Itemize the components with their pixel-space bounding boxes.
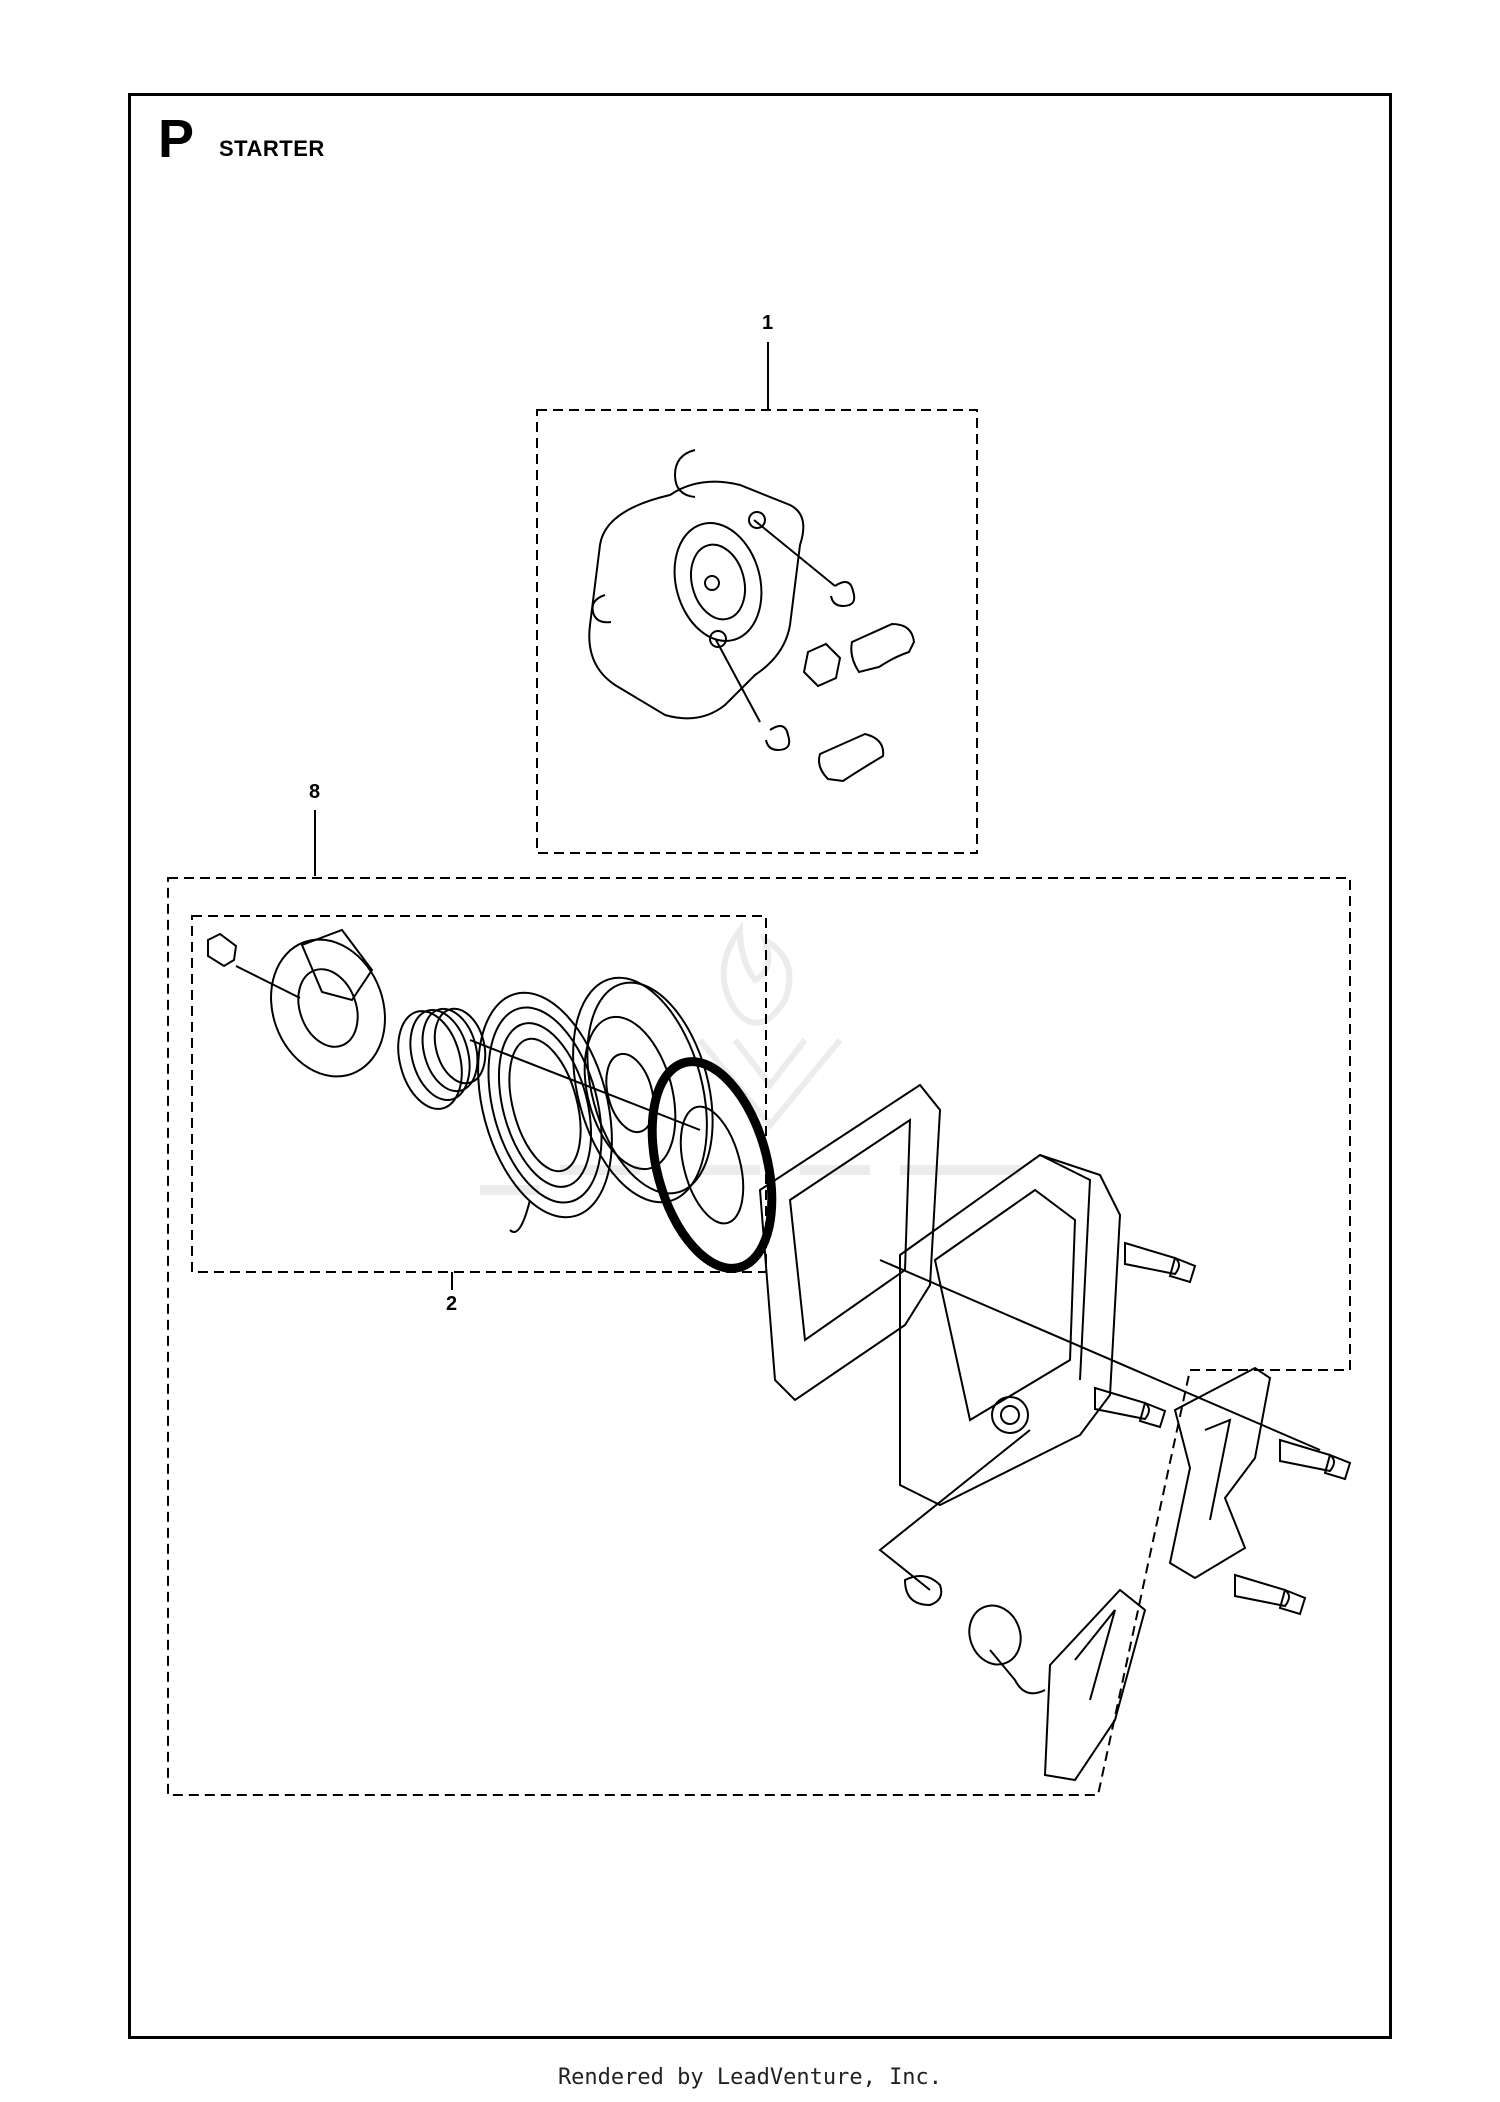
housing-screw-2 [1094,1386,1167,1429]
callout-2[interactable]: 2 [446,1293,458,1315]
section-title: STARTER [219,136,325,161]
starter-handle [878,1429,1147,1782]
section-letter: P [158,109,195,169]
kit-boundary-2 [191,915,767,1273]
guard-bracket [1168,1366,1272,1580]
kit-boundary-8 [167,877,1351,1796]
leadventure-watermark [480,920,1020,1195]
callout-8[interactable]: 8 [309,781,321,803]
recoil-spiral-spring [477,991,613,1233]
housing-screw-1 [1124,1241,1197,1284]
kit-boundary-1 [536,409,978,854]
pawl-carrier-assembly[interactable] [588,449,916,783]
footer-credit: Rendered by LeadVenture, Inc. [557,2065,943,2090]
starter-housing-assembly[interactable] [758,1083,1352,1782]
recoil-spring-pulley-assembly[interactable] [207,923,793,1281]
bracket-screw-1 [1279,1438,1352,1481]
gasket [758,1083,942,1402]
bracket-screw-2 [1234,1573,1307,1616]
callout-1[interactable]: 1 [762,312,774,334]
diagram-frame [128,93,1392,2039]
drive-spring [397,1007,487,1110]
washer-ring [647,1057,777,1273]
